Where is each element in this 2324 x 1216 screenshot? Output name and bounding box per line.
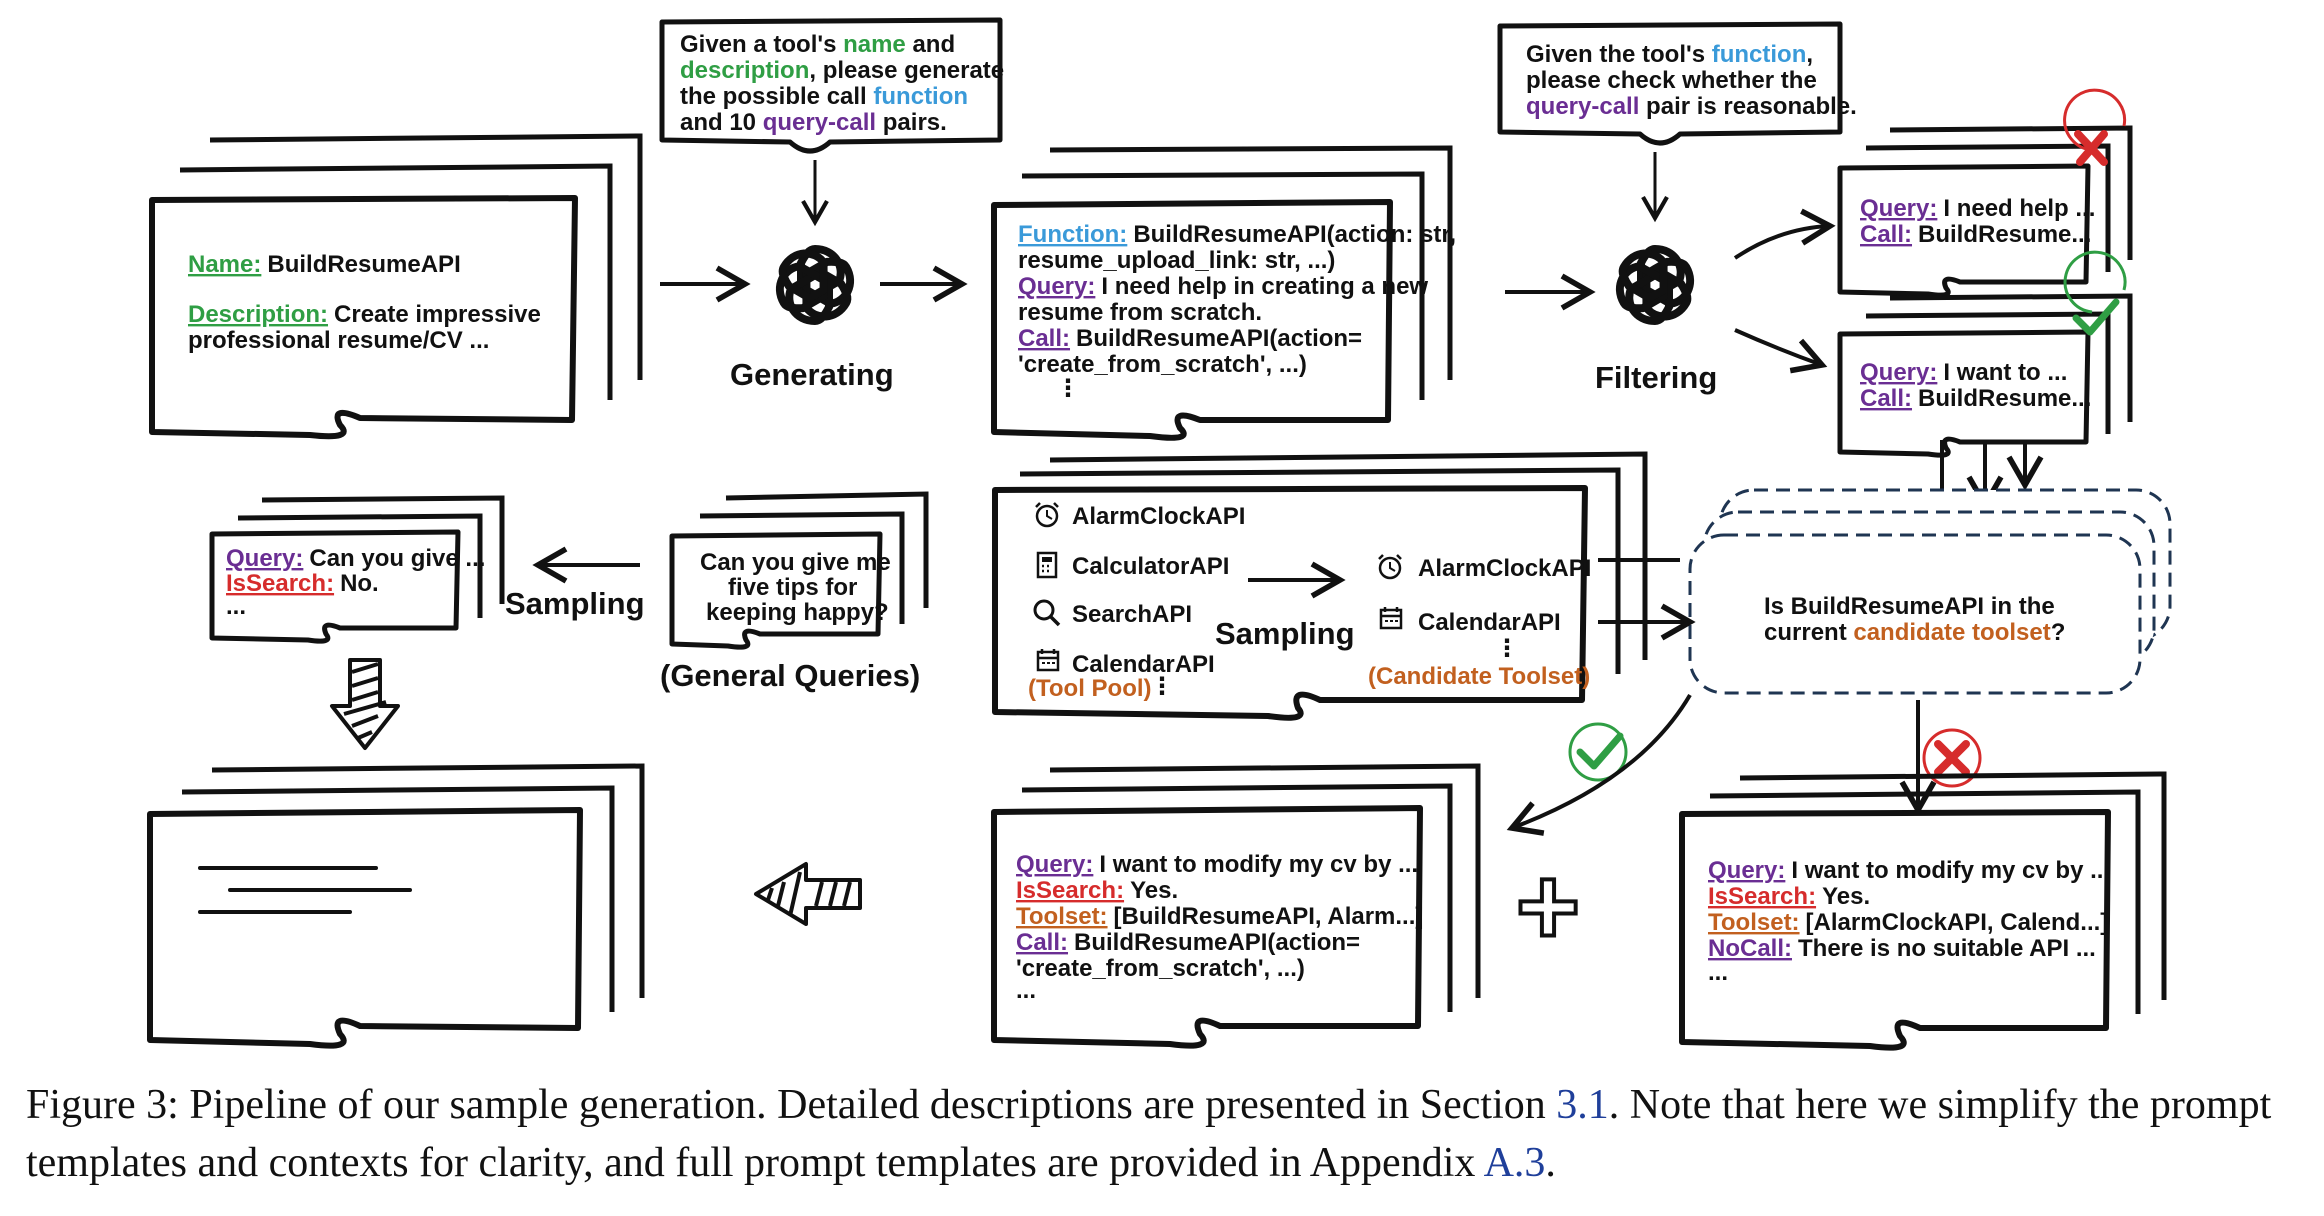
calendar-icon (1379, 607, 1403, 630)
rejected-pair-card: Query:I need help ... Call:BuildResume..… (1837, 125, 2133, 298)
svg-text:Toolset:[BuildResumeAPI, Alarm: Toolset:[BuildResumeAPI, Alarm...] (1016, 903, 1423, 930)
svg-text:Query:I want to modify my cv b: Query:I want to modify my cv by ... (1016, 851, 1418, 878)
svg-text:Name:BuildResumeAPI: Name:BuildResumeAPI (188, 251, 461, 278)
svg-text:Function:BuildResumeAPI(action: Function:BuildResumeAPI(action: str, (1018, 221, 1456, 248)
filter-prompt-bubble: Given the tool's function, please check … (1497, 21, 1857, 146)
svg-text:IsSearch:Yes.: IsSearch:Yes. (1708, 883, 1870, 910)
plus-icon: + (1516, 845, 1580, 968)
tool-pool-item: CalculatorAPI (1072, 553, 1229, 580)
svg-text:Query:I want to modify my cv b: Query:I want to modify my cv by ... (1708, 857, 2110, 884)
candidate-toolset-label: (Candidate Toolset) (1368, 663, 1590, 690)
general-query-card: Can you give me five tips for keeping ha… (669, 491, 929, 650)
positive-sample-card: Query:I want to modify my cv by ... IsSe… (991, 763, 1481, 1049)
nocall-sample-card: Query:I want to modify my cv by ... IsSe… (1679, 771, 2167, 1051)
svg-text:Query:I need help ...: Query:I need help ... (1860, 195, 2095, 222)
svg-text:...: ... (1708, 959, 1728, 986)
sampling-left-label: Sampling (505, 586, 645, 621)
svg-text:resume_upload_link: str, ...): resume_upload_link: str, ...) (1018, 247, 1335, 274)
calculator-icon (1036, 551, 1058, 579)
svg-text:IsSearch:Yes.: IsSearch:Yes. (1016, 877, 1178, 904)
svg-text:Query:I want to ...: Query:I want to ... (1860, 359, 2067, 386)
tool-card: Name:BuildResumeAPI Description:Create i… (149, 133, 643, 440)
accepted-pair-card: Query:I want to ... Call:BuildResume... (1837, 293, 2133, 458)
svg-text:the possible call function: the possible call function (680, 83, 968, 110)
svg-text:query-call pair is reasonable.: query-call pair is reasonable. (1526, 93, 1857, 120)
svg-text:description, please generate: description, please generate (680, 57, 1004, 84)
svg-text:Call:BuildResume...: Call:BuildResume... (1860, 385, 2091, 412)
svg-text:...: ... (1016, 977, 1036, 1004)
tool-pool-item: SearchAPI (1072, 601, 1192, 628)
svg-text:professional resume/CV ...: professional resume/CV ... (188, 327, 489, 354)
pipeline-diagram: Given a tool's name and description, ple… (147, 17, 2172, 1051)
tool-pool-label: (Tool Pool) (1028, 675, 1152, 702)
svg-text:⋮: ⋮ (1495, 635, 1519, 662)
openai-logo-icon (1611, 245, 1699, 326)
svg-text:Is BuildResumeAPI in the: Is BuildResumeAPI in the (1764, 593, 2055, 620)
svg-text:and 10 query-call pairs.: and 10 query-call pairs. (680, 109, 947, 136)
svg-text:Query:Can you give ...: Query:Can you give ... (226, 545, 485, 572)
svg-text:please check whether the: please check whether the (1526, 67, 1817, 94)
check-icon (1568, 722, 1628, 782)
tool-pool-item: AlarmClockAPI (1072, 503, 1245, 530)
sampling-mid-label: Sampling (1215, 616, 1355, 651)
arrow-icon (754, 862, 862, 926)
search-icon (1033, 599, 1061, 627)
svg-text:resume from scratch.: resume from scratch. (1018, 299, 1262, 326)
svg-text:Call:BuildResumeAPI(action=: Call:BuildResumeAPI(action= (1018, 325, 1362, 352)
svg-text:keeping happy?: keeping happy? (706, 599, 889, 626)
generating-label: Generating (730, 357, 894, 392)
svg-text:Call:BuildResumeAPI(action=: Call:BuildResumeAPI(action= (1016, 929, 1360, 956)
alarm-clock-icon (1378, 554, 1402, 580)
candidate-toolset-item: AlarmClockAPI (1418, 555, 1591, 582)
svg-text:IsSearch:No.: IsSearch:No. (226, 570, 379, 597)
check-icon (2063, 250, 2127, 336)
openai-logo-icon (771, 245, 859, 326)
calendar-icon (1036, 649, 1060, 672)
arrow-icon (1733, 208, 1836, 260)
svg-text:Query:I need help in creating: Query:I need help in creating a new (1018, 273, 1428, 300)
sampling-toolset-card (992, 451, 1648, 721)
svg-text:⋮: ⋮ (1056, 375, 1080, 402)
svg-text:five tips for: five tips for (728, 574, 857, 601)
arrow-icon (1506, 693, 1692, 836)
general-queries-label: (General Queries) (660, 658, 920, 693)
figure-caption: Figure 3: Pipeline of our sample generat… (26, 1082, 2272, 1186)
cross-icon (2063, 88, 2127, 166)
decision-box: Is BuildResumeAPI in the current candida… (1688, 488, 2172, 695)
section-link[interactable]: 3.1 (1556, 1082, 1609, 1128)
cross-icon (1922, 728, 1982, 788)
candidate-toolset-item: CalendarAPI (1418, 609, 1561, 636)
tool-pool-item: CalendarAPI (1072, 651, 1215, 678)
svg-text:NoCall:There is no suitable AP: NoCall:There is no suitable API ... (1708, 935, 2096, 962)
svg-text:'create_from_scratch', ...): 'create_from_scratch', ...) (1016, 955, 1305, 982)
negative-sample-card: Query:Can you give ... IsSearch:No. ... (209, 495, 505, 644)
svg-text:⋮: ⋮ (1150, 673, 1174, 700)
svg-text:Can you give me: Can you give me (700, 549, 891, 576)
final-dataset-card (147, 763, 645, 1049)
svg-text:Toolset:[AlarmClockAPI, Calend: Toolset:[AlarmClockAPI, Calend...] (1708, 909, 2108, 936)
generated-card: Function:BuildResumeAPI(action: str, res… (991, 145, 1456, 441)
generate-prompt-bubble: Given a tool's name and description, ple… (659, 17, 1004, 154)
svg-text:Call:BuildResume...: Call:BuildResume... (1860, 221, 2091, 248)
svg-text:'create_from_scratch', ...): 'create_from_scratch', ...) (1018, 351, 1307, 378)
svg-text:Given a tool's name and: Given a tool's name and (680, 31, 955, 58)
svg-text:Description:Create impressive: Description:Create impressive (188, 301, 541, 328)
alarm-clock-icon (1035, 502, 1059, 528)
filtering-label: Filtering (1595, 360, 1717, 395)
svg-text:...: ... (226, 593, 246, 620)
svg-text:current candidate toolset?: current candidate toolset? (1764, 619, 2065, 646)
svg-text:Given the tool's function,: Given the tool's function, (1526, 41, 1813, 68)
arrow-icon (330, 658, 400, 750)
appendix-link[interactable]: A.3 (1483, 1140, 1546, 1186)
arrow-icon (1734, 328, 1828, 374)
